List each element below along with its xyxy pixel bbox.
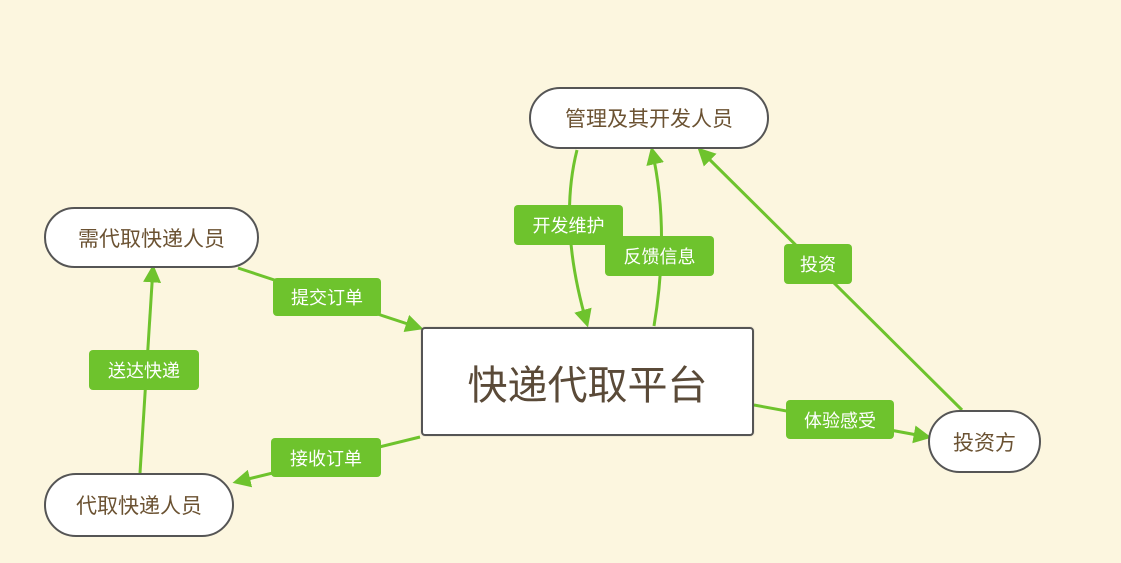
label-experience: 体验感受 <box>786 400 894 439</box>
node-platform-text: 快递代取平台 <box>467 362 708 409</box>
node-courier-text: 代取快递人员 <box>76 494 202 518</box>
edge-feedback <box>646 146 664 327</box>
node-requester-text: 需代取快递人员 <box>78 226 225 251</box>
node-investor-text: 投资方 <box>953 430 1016 455</box>
node-courier[interactable]: 代取快递人员 <box>44 473 234 537</box>
label-feedback: 反馈信息 <box>605 236 714 276</box>
node-admin[interactable]: 管理及其开发人员 <box>529 87 769 149</box>
node-investor[interactable]: 投资方 <box>928 410 1041 473</box>
label-maintain: 开发维护 <box>514 205 623 245</box>
node-requester[interactable]: 需代取快递人员 <box>44 207 259 268</box>
label-deliver: 送达快递 <box>89 350 199 390</box>
node-platform[interactable]: 快递代取平台 <box>421 327 754 436</box>
label-receive-order: 接收订单 <box>271 438 381 477</box>
label-submit-order: 提交订单 <box>273 278 381 316</box>
label-invest: 投资 <box>784 244 852 284</box>
node-admin-text: 管理及其开发人员 <box>565 107 733 131</box>
